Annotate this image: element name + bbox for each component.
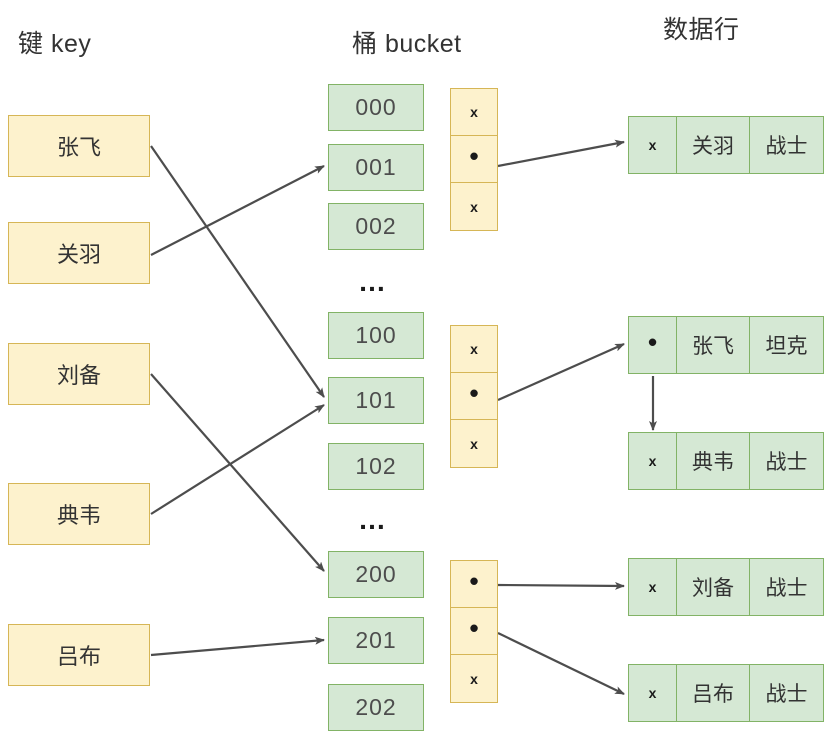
bucket-box-100[interactable]: 100 xyxy=(328,312,424,359)
arrow-ptr001-to-row-guanyu xyxy=(497,139,625,168)
row-next-pointer-cell: x xyxy=(629,559,677,615)
pointer-cell-ptr-102[interactable]: x xyxy=(470,435,478,452)
bucket-box-200[interactable]: 200 xyxy=(328,551,424,598)
arrow-lvbu-to-201 xyxy=(150,636,325,657)
arrow-ptr101-to-row-zhangfei xyxy=(497,342,625,402)
pointer-cell-ptr-101[interactable]: • xyxy=(451,373,497,420)
row-next-pointer-cell: x xyxy=(629,433,677,489)
pointer-stack-1xx: x•x xyxy=(450,325,498,468)
row-role-cell: 战士 xyxy=(765,683,808,706)
row-next-pointer-cell: x xyxy=(629,117,677,173)
bucket-box-102[interactable]: 102 xyxy=(328,443,424,490)
arrow-dianwei-to-101 xyxy=(150,404,325,515)
bucket-box-002[interactable]: 002 xyxy=(328,203,424,250)
bucket-box-101[interactable]: 101 xyxy=(328,377,424,424)
column-header-bucket: 桶 bucket xyxy=(352,30,462,58)
column-header-key: 键 key xyxy=(18,30,92,58)
row-name-cell: 刘备 xyxy=(677,559,750,615)
data-row-zhangfei[interactable]: •张飞坦克 xyxy=(628,316,824,374)
pointer-cell-ptr-001[interactable]: • xyxy=(451,136,497,183)
arrow-zhangfei-to-101 xyxy=(150,145,325,398)
row-next-pointer-cell: x xyxy=(629,665,677,721)
row-name-cell: 吕布 xyxy=(677,665,750,721)
key-box-liubei[interactable]: 刘备 xyxy=(8,343,150,405)
bucket-ellipsis-top: … xyxy=(358,266,391,297)
pointer-cell-ptr-100[interactable]: x xyxy=(451,326,497,373)
bucket-box-000[interactable]: 000 xyxy=(328,84,424,131)
key-box-dianwei[interactable]: 典韦 xyxy=(8,483,150,545)
row-next-pointer-cell: • xyxy=(629,317,677,373)
row-role-cell: 战士 xyxy=(765,577,808,600)
bucket-box-202[interactable]: 202 xyxy=(328,684,424,731)
pointer-cell-ptr-002[interactable]: x xyxy=(470,198,478,215)
pointer-cell-ptr-202[interactable]: x xyxy=(470,670,478,687)
key-box-lvbu[interactable]: 吕布 xyxy=(8,624,150,686)
row-name-cell: 关羽 xyxy=(677,117,750,173)
bucket-box-201[interactable]: 201 xyxy=(328,617,424,664)
row-role-cell: 战士 xyxy=(765,451,808,474)
arrow-guanyu-to-001 xyxy=(150,165,325,256)
row-name-cell: 张飞 xyxy=(677,317,750,373)
pointer-cell-ptr-000[interactable]: x xyxy=(451,89,497,136)
column-header-data-row: 数据行 xyxy=(663,16,740,44)
arrow-liubei-to-200 xyxy=(150,373,325,572)
pointer-stack-0xx: x•x xyxy=(450,88,498,231)
row-name-cell: 典韦 xyxy=(677,433,750,489)
arrow-ptr200-to-row-liubei xyxy=(497,581,625,590)
row-role-cell: 坦克 xyxy=(765,335,808,358)
bucket-ellipsis-middle: … xyxy=(358,504,391,535)
pointer-stack-2xx: •• x xyxy=(450,560,498,703)
pointer-cell-ptr-201[interactable]: • xyxy=(451,608,497,655)
key-box-guanyu[interactable]: 关羽 xyxy=(8,222,150,284)
key-box-zhangfei[interactable]: 张飞 xyxy=(8,115,150,177)
row-role-cell: 战士 xyxy=(765,135,808,158)
bucket-box-001[interactable]: 001 xyxy=(328,144,424,191)
pointer-cell-ptr-200[interactable]: • xyxy=(451,561,497,608)
arrow-ptr201-to-row-lvbu xyxy=(497,632,625,695)
